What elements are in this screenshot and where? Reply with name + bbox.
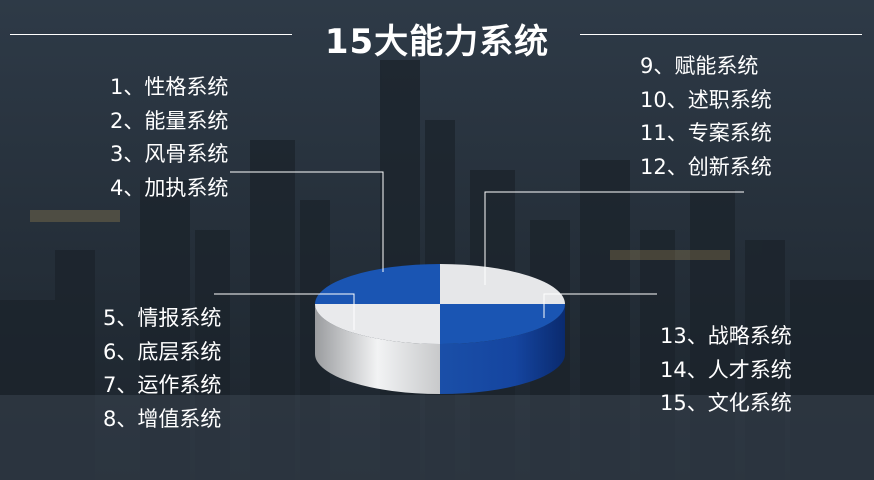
system-list-bottom-right: 13、战略系统 14、人才系统 15、文化系统 (660, 320, 792, 421)
list-item: 6、底层系统 (103, 339, 222, 364)
pie-bottom-right-quadrant (440, 304, 565, 344)
list-item: 3、风骨系统 (110, 142, 229, 166)
list-item: 2、能量系统 (110, 108, 229, 133)
list-item: 7、运作系统 (103, 373, 222, 397)
list-item: 1、性格系统 (110, 75, 229, 99)
list-item: 5、情报系统 (103, 306, 222, 330)
list-item: 11、专案系统 (640, 121, 772, 145)
title-divider-right (580, 34, 862, 35)
list-item: 4、加执系统 (110, 175, 229, 200)
list-item: 10、述职系统 (640, 87, 772, 112)
pie-side-right (440, 304, 565, 394)
list-item: 15、文化系统 (660, 391, 792, 415)
system-list-bottom-left: 5、情报系统 6、底层系统 7、运作系统 8、增值系统 (103, 302, 221, 436)
title-divider-left (10, 34, 292, 35)
pie-bottom-left-quadrant (315, 304, 440, 344)
connector-top-left (230, 171, 384, 272)
page-title: 15大能力系统 (324, 22, 550, 62)
list-item: 14、人才系统 (660, 357, 792, 382)
list-item: 12、创新系统 (640, 154, 772, 179)
list-item: 13、战略系统 (660, 324, 792, 348)
system-list-top-left: 1、性格系统 2、能量系统 3、风骨系统 4、加执系统 (110, 71, 228, 205)
list-item: 9、赋能系统 (640, 54, 759, 78)
connector-bottom-left (214, 293, 355, 330)
pie-top-right-quadrant (440, 264, 565, 304)
pie-side-left (315, 304, 440, 394)
connector-bottom-right (543, 293, 657, 318)
list-item: 8、增值系统 (103, 406, 222, 431)
system-list-top-right: 9、赋能系统 10、述职系统 11、专案系统 12、创新系统 (640, 50, 772, 184)
connector-top-right (484, 191, 744, 285)
